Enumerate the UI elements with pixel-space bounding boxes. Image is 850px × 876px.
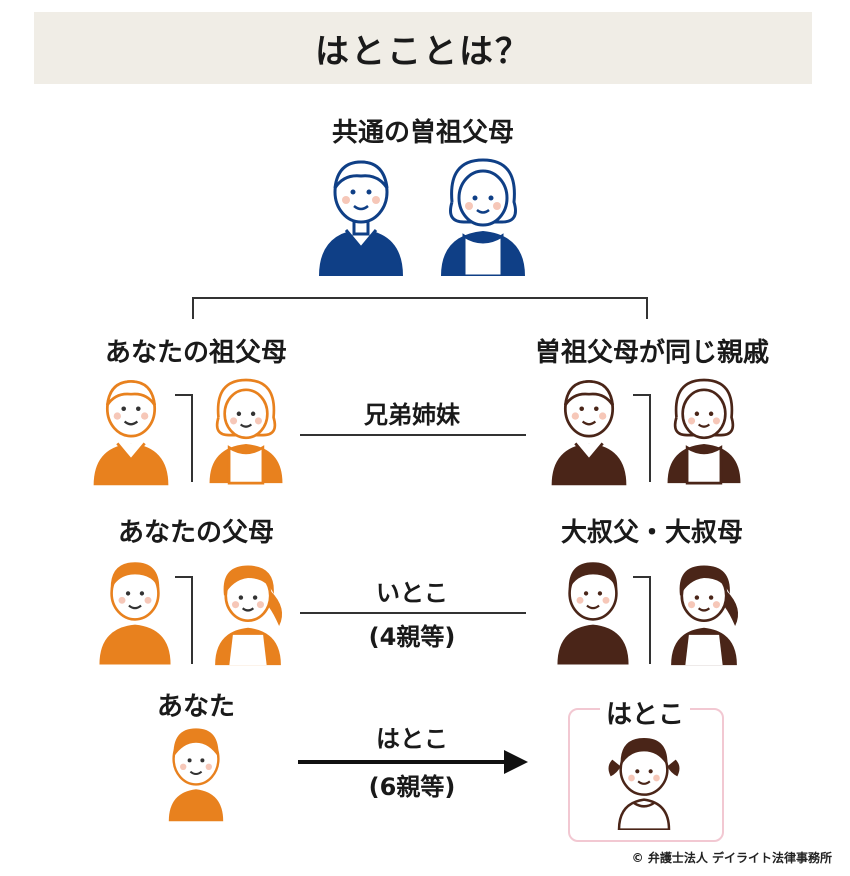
- label-you: あなた: [156, 692, 236, 722]
- relative-grandmother-icon: [667, 378, 741, 485]
- couple-line-grandparents-tick: [175, 394, 193, 396]
- couple-line-relatives-tick: [633, 394, 651, 396]
- relation-cousin-degree: (4親等): [368, 623, 456, 651]
- label-great-uncle-aunt: 大叔父・大叔母: [560, 518, 744, 548]
- relation-cousin: いとこ: [376, 579, 448, 607]
- page-title: はとことは？: [315, 31, 531, 72]
- label-relative-grandparents: 曽祖父母が同じ親戚: [534, 338, 770, 368]
- arrow-hatoko: [298, 750, 528, 774]
- couple-line-relatives: [649, 394, 651, 482]
- your-grandmother-icon: [209, 378, 283, 485]
- credit: © 弁護士法人 デイライト法律事務所: [631, 851, 832, 865]
- your-father-icon: [99, 562, 171, 665]
- your-grandfather-icon: [93, 380, 169, 486]
- title-bar: はとことは？: [34, 12, 812, 84]
- couple-line-uncle-aunt: [649, 576, 651, 664]
- relation-hatoko-degree: (6親等): [368, 773, 456, 801]
- relation-line-siblings: [300, 434, 526, 436]
- relative-grandfather-icon: [551, 380, 627, 486]
- relation-hatoko: はとこ: [376, 725, 448, 753]
- label-your-parents: あなたの父母: [117, 518, 275, 548]
- label-great-grandparents: 共通の曽祖父母: [331, 118, 515, 148]
- relation-siblings: 兄弟姉妹: [364, 401, 460, 429]
- tree-bracket-left: [192, 297, 194, 319]
- your-mother-icon: [215, 565, 283, 666]
- great-aunt-icon: [671, 565, 739, 666]
- label-hatoko: はとこ: [599, 694, 691, 731]
- great-grandfather-icon: [318, 160, 404, 276]
- couple-line-uncle-aunt-tick: [633, 576, 651, 578]
- you-icon: [168, 728, 224, 822]
- tree-bracket-horizontal: [192, 297, 648, 299]
- label-your-grandparents: あなたの祖父母: [104, 338, 288, 368]
- couple-line-parents-tick: [175, 576, 193, 578]
- relation-line-cousin: [300, 612, 526, 614]
- great-grandmother-icon: [440, 158, 526, 276]
- couple-line-grandparents: [191, 394, 193, 482]
- great-uncle-icon: [557, 562, 629, 665]
- hatoko-icon: [608, 738, 680, 830]
- couple-line-parents: [191, 576, 193, 664]
- tree-bracket-right: [646, 297, 648, 319]
